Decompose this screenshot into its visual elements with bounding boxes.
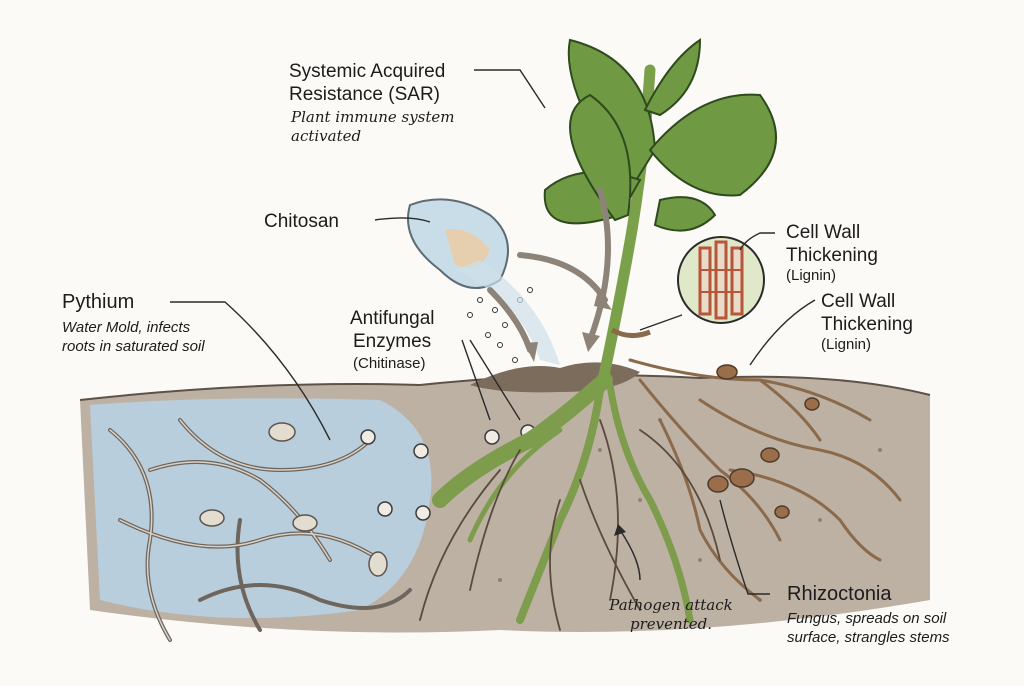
sar-title-line2: Resistance (SAR)	[289, 84, 440, 105]
pythium-desc: Water Mold, infects roots in saturated s…	[62, 318, 205, 356]
rhizoctonia-desc-line2: surface, strangles stems	[787, 629, 950, 646]
enzymes-title: Antifungal Enzymes	[350, 307, 435, 353]
sar-note-line2: activated	[291, 127, 362, 145]
cell-wall-mid-line1: Cell Wall	[821, 291, 896, 312]
pathogen-note: Pathogen attack prevented.	[606, 596, 736, 634]
enzymes-sub: (Chitinase)	[353, 355, 426, 372]
cell-wall-mid-line2: Thickening	[821, 314, 913, 335]
lignin-magnifier	[677, 236, 765, 324]
leader-lines	[170, 69, 816, 595]
cell-wall-mid-title: Cell Wall Thickening	[821, 290, 913, 336]
cell-wall-top-title: Cell Wall Thickening	[786, 221, 878, 267]
arrow-heads	[524, 290, 612, 362]
rhizoctonia-desc-line1: Fungus, spreads on soil	[787, 610, 947, 627]
cell-wall-top-line1: Cell Wall	[786, 222, 861, 243]
zoospores	[199, 422, 388, 577]
pathogen-note-line1: Pathogen attack	[609, 596, 733, 614]
pathogen-arrow-head	[614, 524, 626, 536]
fine-roots	[419, 419, 721, 631]
enzymes-title-line1: Antifungal	[350, 308, 435, 329]
rhizoctonia-hyphae	[628, 358, 902, 602]
pathogen-arrow	[619, 529, 641, 581]
pathogen-note-line2: prevented.	[630, 615, 712, 633]
plant-leaves	[543, 38, 777, 232]
pythium-hyphae-inner	[109, 419, 381, 641]
pythium-desc-line1: Water Mold, infects	[62, 319, 191, 336]
saturated-water	[90, 398, 432, 618]
pythium-title: Pythium	[62, 291, 135, 313]
chitosan-label: Chitosan	[264, 211, 339, 232]
sar-note: Plant immune system activated	[291, 108, 455, 146]
plant-roots	[432, 372, 694, 624]
sar-title: Systemic Acquired Resistance (SAR)	[289, 60, 445, 106]
cell-wall-mid-sub: (Lignin)	[821, 336, 872, 353]
sar-title-line1: Systemic Acquired	[289, 61, 446, 82]
enzymes-title-line2: Enzymes	[353, 331, 432, 352]
rhizoctonia-desc: Fungus, spreads on soil surface, strangl…	[787, 609, 950, 647]
chitosan-stream	[455, 260, 560, 365]
stem-band	[610, 327, 651, 338]
rhizoctonia-title: Rhizoctonia	[787, 583, 892, 605]
sar-note-line1: Plant immune system	[291, 108, 455, 126]
pythium-desc-line2: roots in saturated soil	[62, 338, 205, 355]
rhizoctonia-sclerotia	[707, 364, 820, 519]
cell-wall-top-line2: Thickening	[786, 245, 878, 266]
cell-wall-top-sub: (Lignin)	[786, 267, 837, 284]
